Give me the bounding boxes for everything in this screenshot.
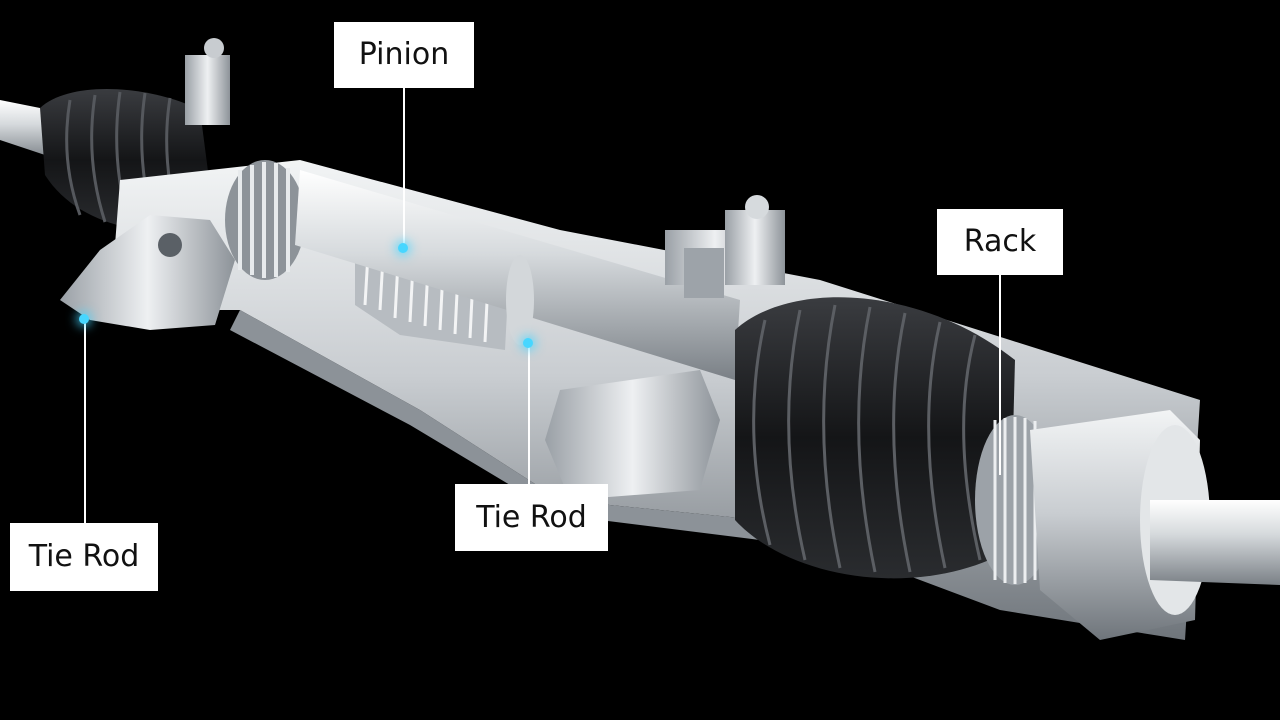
tie-rod-center-marker <box>523 338 533 348</box>
label-tie-rod-center: Tie Rod <box>455 484 608 551</box>
leader-line-tie-rod-left <box>84 322 86 523</box>
leader-line-rack <box>999 275 1001 475</box>
pinion-gear-left <box>225 160 305 280</box>
bottom-mounting-bracket <box>545 370 720 500</box>
right-end-housing <box>1030 410 1280 640</box>
right-mounting-bracket <box>665 195 785 298</box>
tie-rod-left-marker <box>79 314 89 324</box>
right-bellows-boot <box>735 297 1015 579</box>
label-tie-rod-left: Tie Rod <box>10 523 158 591</box>
label-rack: Rack <box>937 209 1063 275</box>
left-mounting-bracket <box>60 38 235 330</box>
rack-shaft <box>295 170 740 380</box>
pinion-marker <box>398 243 408 253</box>
leader-line-tie-rod-center <box>528 340 530 484</box>
leader-line-pinion <box>403 88 405 248</box>
label-pinion: Pinion <box>334 22 474 88</box>
